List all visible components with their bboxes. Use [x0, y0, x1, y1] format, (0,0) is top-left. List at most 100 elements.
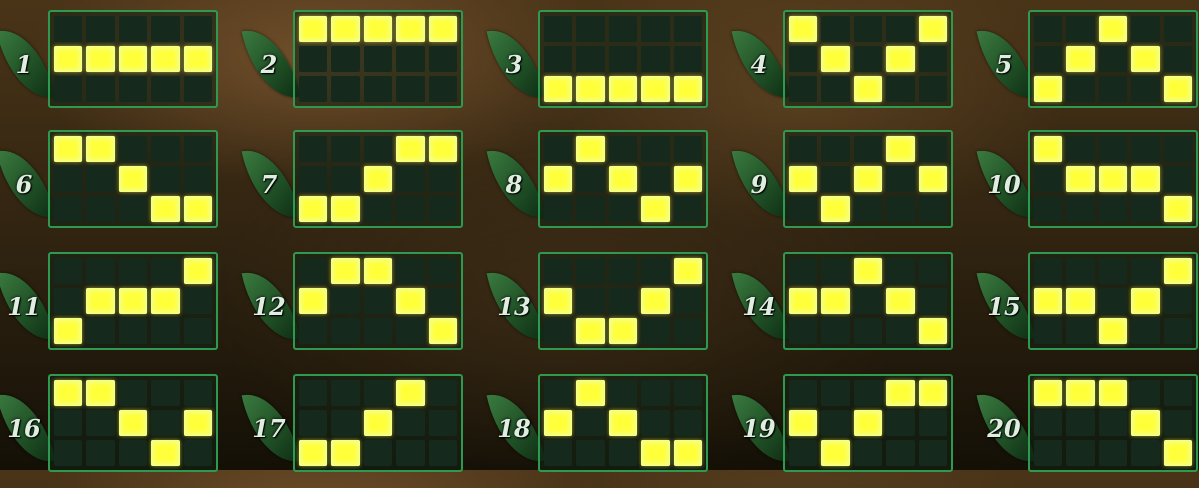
lit-cell	[331, 196, 359, 222]
grid-cell	[86, 196, 114, 222]
payline-grid	[538, 374, 708, 472]
lit-cell	[919, 318, 947, 344]
lit-cell	[789, 16, 817, 42]
grid-cell	[86, 16, 114, 42]
grid-cell	[1066, 76, 1094, 102]
payline-18: 18	[490, 368, 734, 488]
payline-4: 4	[735, 4, 979, 124]
lit-cell	[119, 166, 147, 192]
payline-grid	[293, 252, 463, 350]
grid-cell	[119, 196, 147, 222]
grid-cell	[609, 440, 637, 466]
grid-cell	[364, 136, 392, 162]
grid-cell	[919, 196, 947, 222]
grid-cell	[919, 440, 947, 466]
grid-cell	[886, 16, 914, 42]
lit-cell	[576, 318, 604, 344]
payline-number: 15	[980, 292, 1028, 321]
lit-cell	[396, 288, 424, 314]
lit-cell	[641, 288, 669, 314]
grid-cell	[331, 76, 359, 102]
grid-cell	[1131, 196, 1159, 222]
grid-cell	[641, 380, 669, 406]
grid-cell	[789, 136, 817, 162]
grid-cell	[1131, 380, 1159, 406]
grid-cell	[674, 196, 702, 222]
grid-cell	[1131, 136, 1159, 162]
lit-cell	[299, 16, 327, 42]
payline-grid	[1028, 252, 1198, 350]
grid-cell	[576, 440, 604, 466]
grid-cell	[1164, 16, 1192, 42]
grid-cell	[641, 258, 669, 284]
lit-cell	[886, 46, 914, 72]
payline-19: 19	[735, 368, 979, 488]
grid-cell	[184, 318, 212, 344]
payline-number: 1	[0, 50, 48, 79]
grid-cell	[54, 76, 82, 102]
payline-grid	[48, 374, 218, 472]
payline-13: 13	[490, 246, 734, 366]
grid-cell	[1099, 136, 1127, 162]
grid-cell	[641, 136, 669, 162]
lit-cell	[331, 16, 359, 42]
grid-cell	[86, 166, 114, 192]
payline-number: 17	[245, 414, 293, 443]
lit-cell	[544, 288, 572, 314]
grid-cell	[854, 380, 882, 406]
grid-cell	[396, 318, 424, 344]
payline-number: 2	[245, 50, 293, 79]
payline-number: 20	[980, 414, 1028, 443]
grid-cell	[789, 258, 817, 284]
grid-cell	[1034, 166, 1062, 192]
lit-cell	[184, 410, 212, 436]
grid-cell	[184, 76, 212, 102]
grid-cell	[886, 166, 914, 192]
lit-cell	[821, 440, 849, 466]
grid-cell	[151, 76, 179, 102]
grid-cell	[86, 410, 114, 436]
payline-12: 12	[245, 246, 489, 366]
grid-cell	[1099, 46, 1127, 72]
grid-cell	[544, 258, 572, 284]
grid-cell	[1034, 410, 1062, 436]
grid-cell	[821, 410, 849, 436]
grid-cell	[54, 440, 82, 466]
grid-cell	[1099, 76, 1127, 102]
lit-cell	[609, 76, 637, 102]
grid-cell	[1034, 440, 1062, 466]
lit-cell	[576, 76, 604, 102]
lit-cell	[1034, 136, 1062, 162]
grid-cell	[151, 16, 179, 42]
payline-number: 18	[490, 414, 538, 443]
lit-cell	[54, 380, 82, 406]
grid-cell	[821, 16, 849, 42]
lit-cell	[364, 16, 392, 42]
grid-cell	[86, 440, 114, 466]
payline-number: 8	[490, 170, 538, 199]
grid-cell	[1034, 16, 1062, 42]
grid-cell	[919, 46, 947, 72]
lit-cell	[119, 288, 147, 314]
grid-cell	[609, 196, 637, 222]
grid-cell	[544, 440, 572, 466]
grid-cell	[544, 380, 572, 406]
grid-cell	[544, 16, 572, 42]
grid-cell	[919, 136, 947, 162]
lit-cell	[1099, 16, 1127, 42]
grid-cell	[919, 410, 947, 436]
grid-cell	[789, 440, 817, 466]
lit-cell	[1164, 76, 1192, 102]
lit-cell	[1164, 440, 1192, 466]
lit-cell	[544, 76, 572, 102]
lit-cell	[429, 136, 457, 162]
lit-cell	[886, 380, 914, 406]
lit-cell	[1131, 288, 1159, 314]
grid-cell	[54, 288, 82, 314]
lit-cell	[1066, 380, 1094, 406]
lit-cell	[429, 318, 457, 344]
grid-cell	[821, 136, 849, 162]
grid-cell	[919, 258, 947, 284]
lit-cell	[1066, 288, 1094, 314]
payline-5: 5	[980, 4, 1199, 124]
